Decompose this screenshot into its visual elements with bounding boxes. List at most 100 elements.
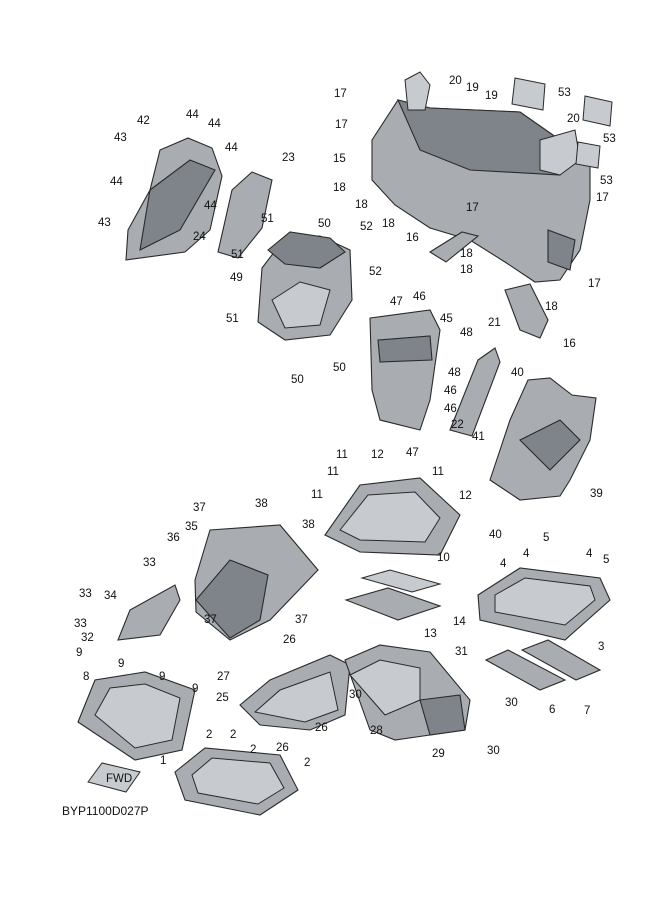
callout-c17c: 17 (466, 202, 479, 214)
callout-c32: 32 (81, 632, 94, 644)
callout-c38a: 38 (255, 498, 268, 510)
callout-c31: 31 (455, 646, 468, 658)
callout-c10: 10 (437, 552, 450, 564)
mats-13-14 (344, 569, 442, 621)
callout-c9c: 9 (159, 671, 165, 683)
callout-c51b: 51 (231, 249, 244, 261)
callout-c23: 23 (282, 152, 295, 164)
callout-c48a: 48 (460, 327, 473, 339)
callout-c50a: 50 (318, 218, 331, 230)
rear-bulkhead-panel (371, 71, 591, 283)
callout-c37a: 37 (193, 502, 206, 514)
floor-panel-3 (477, 567, 611, 641)
fwd-arrow: FWD (87, 762, 141, 793)
callout-c43b: 43 (98, 217, 111, 229)
diagram-code: BYP1100D027P (62, 804, 149, 818)
callout-c51a: 51 (261, 213, 274, 225)
callout-c41: 41 (472, 431, 485, 443)
callout-c21: 21 (488, 317, 501, 329)
callout-c11d: 11 (432, 466, 444, 478)
callout-c2c: 2 (250, 744, 256, 756)
right-side-panel-28 (344, 644, 471, 741)
callout-c17e: 17 (588, 278, 601, 290)
callout-c18c: 18 (382, 218, 395, 230)
callout-c18a: 18 (333, 182, 346, 194)
callout-c9d: 9 (192, 683, 198, 695)
callout-c53a: 53 (558, 87, 571, 99)
callout-c40a: 40 (511, 367, 524, 379)
callout-c36: 36 (167, 532, 180, 544)
callout-c53b: 53 (603, 133, 616, 145)
callout-c9b: 9 (118, 658, 124, 670)
callout-c18e: 18 (460, 264, 473, 276)
cover-23 (217, 171, 273, 259)
callout-c14: 14 (453, 616, 466, 628)
bracket-16 (428, 231, 549, 339)
callout-c2b: 2 (230, 729, 236, 741)
callout-c44e: 44 (204, 200, 217, 212)
callout-c15: 15 (333, 153, 346, 165)
right-side-guard-39 (489, 377, 597, 501)
callout-c24: 24 (193, 231, 206, 243)
callout-c45: 45 (440, 313, 453, 325)
callout-c19b: 19 (485, 90, 498, 102)
callout-c5b: 5 (603, 554, 609, 566)
callout-c13: 13 (424, 628, 437, 640)
callout-c52b: 52 (369, 266, 382, 278)
callout-c3: 3 (598, 641, 604, 653)
callout-c18f: 18 (545, 301, 558, 313)
callout-c50c: 50 (333, 362, 346, 374)
left-front-guard (125, 137, 223, 261)
callout-c33a: 33 (143, 557, 156, 569)
callout-c17b: 17 (335, 119, 348, 131)
callout-c18b: 18 (355, 199, 368, 211)
callout-c26a: 26 (283, 634, 296, 646)
callout-c42: 42 (137, 115, 150, 127)
callout-c8: 8 (83, 671, 89, 683)
callout-c2a: 2 (206, 729, 212, 741)
callout-c35: 35 (185, 521, 198, 533)
callout-c30a: 30 (349, 689, 362, 701)
callout-c47a: 47 (390, 296, 403, 308)
callout-c6: 6 (549, 704, 555, 716)
callout-c47b: 47 (406, 447, 419, 459)
callout-c4b: 4 (523, 548, 530, 560)
callout-c46a: 46 (413, 291, 426, 303)
callout-c28: 28 (370, 725, 383, 737)
callout-c30c: 30 (487, 745, 500, 757)
callout-c11c: 11 (311, 489, 323, 501)
mats-6-7 (484, 639, 602, 691)
callout-c46c: 46 (444, 403, 457, 415)
callout-c44c: 44 (225, 142, 238, 154)
callout-c1: 1 (160, 755, 166, 767)
callout-c51c: 51 (226, 313, 239, 325)
callout-c22: 22 (451, 419, 464, 431)
callout-c11a: 11 (336, 449, 348, 461)
callout-c50b: 50 (291, 374, 304, 386)
callout-c20a: 20 (449, 75, 462, 87)
callout-c44b: 44 (208, 118, 221, 130)
callout-c37c: 37 (295, 614, 308, 626)
callout-c20b: 20 (567, 113, 580, 125)
callout-c26c: 26 (315, 722, 328, 734)
front-panel-35 (194, 524, 319, 641)
tunnel-cover-45 (369, 309, 441, 431)
callout-c16b: 16 (563, 338, 576, 350)
callout-c37b: 37 (204, 614, 217, 626)
callout-c48b: 48 (448, 367, 461, 379)
callout-c40b: 40 (489, 529, 502, 541)
callout-c9a: 9 (76, 647, 82, 659)
floor-panel-1 (174, 747, 299, 816)
callout-c34: 34 (104, 590, 117, 602)
callout-c46b: 46 (444, 385, 457, 397)
callout-c7: 7 (584, 705, 590, 717)
callout-c17d: 17 (596, 192, 609, 204)
callout-c52a: 52 (360, 221, 373, 233)
callout-c29: 29 (432, 748, 445, 760)
callout-c39: 39 (590, 488, 603, 500)
callout-c33b: 33 (79, 588, 92, 600)
callout-c27: 27 (217, 671, 230, 683)
callout-c44d: 44 (110, 176, 123, 188)
